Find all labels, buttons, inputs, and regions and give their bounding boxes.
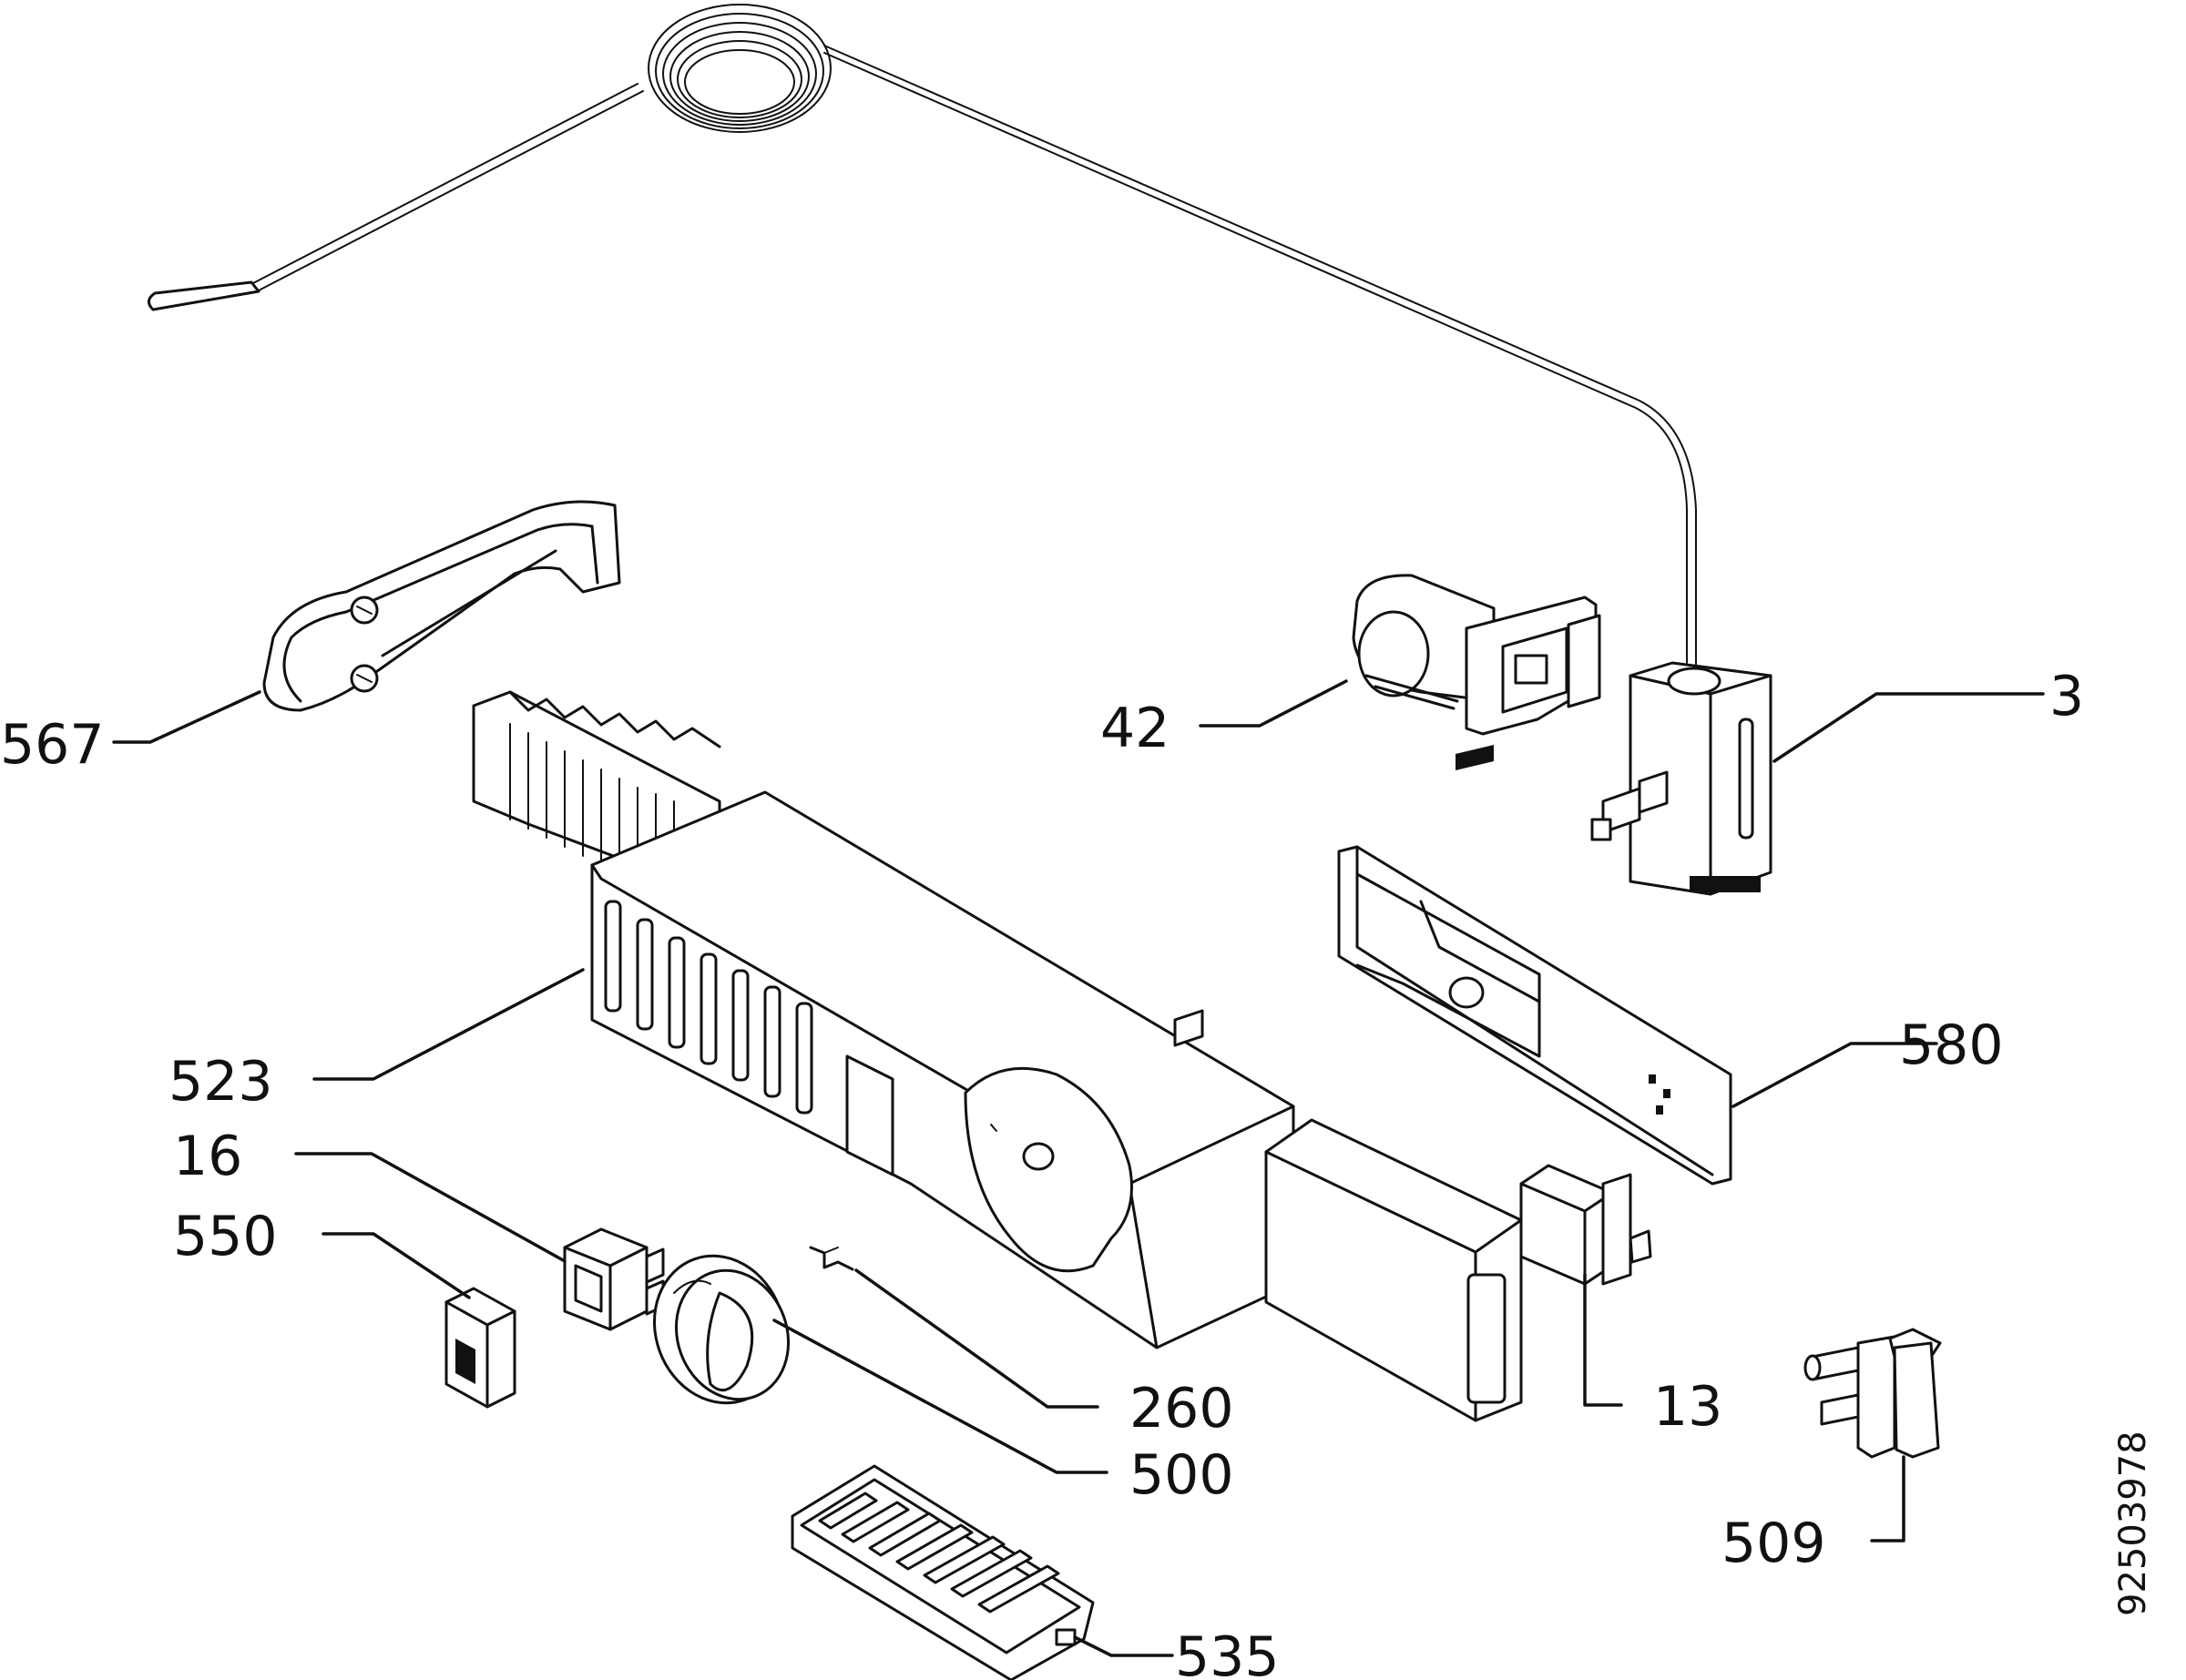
front-slots — [604, 900, 813, 1115]
callout-3: 3 — [2049, 665, 2084, 728]
callout-260: 260 — [1129, 1377, 1234, 1441]
capillary-coil — [648, 4, 832, 133]
part-42-lamp-holder — [1352, 574, 1601, 770]
callout-42: 42 — [1100, 697, 1170, 760]
callout-500: 500 — [1129, 1443, 1234, 1507]
document-number: 92503978 — [2112, 1431, 2154, 1616]
callout-523: 523 — [169, 1050, 273, 1114]
part-500-knob — [652, 1254, 791, 1405]
callout-550: 550 — [173, 1205, 278, 1268]
callout-535: 535 — [1175, 1625, 1280, 1680]
part-580-panel-strip — [1337, 845, 1732, 1186]
part-13-door-switch — [1519, 1164, 1652, 1286]
part-550-lens — [444, 1287, 516, 1409]
part-260-clip — [809, 1246, 854, 1271]
callout-13: 13 — [1653, 1375, 1722, 1439]
callout-580: 580 — [1899, 1013, 2004, 1077]
part-509-bracket — [1803, 1328, 1942, 1459]
callout-509: 509 — [1721, 1512, 1826, 1575]
grille-slots — [818, 1492, 1060, 1614]
part-535-grille — [791, 1464, 1095, 1680]
callout-labels: 3 13 16 42 260 500 509 523 535 550 567 5… — [0, 665, 2084, 1680]
part-567-hinge-arm — [262, 500, 621, 712]
part-523-housing — [472, 690, 1295, 1349]
part-16-rocker-switch — [563, 1227, 665, 1331]
callout-567: 567 — [0, 713, 105, 777]
lamp-cover — [1264, 1118, 1523, 1422]
part-3-thermostat — [148, 4, 1772, 896]
leader-lines — [112, 679, 2045, 1657]
callout-16: 16 — [173, 1125, 242, 1188]
